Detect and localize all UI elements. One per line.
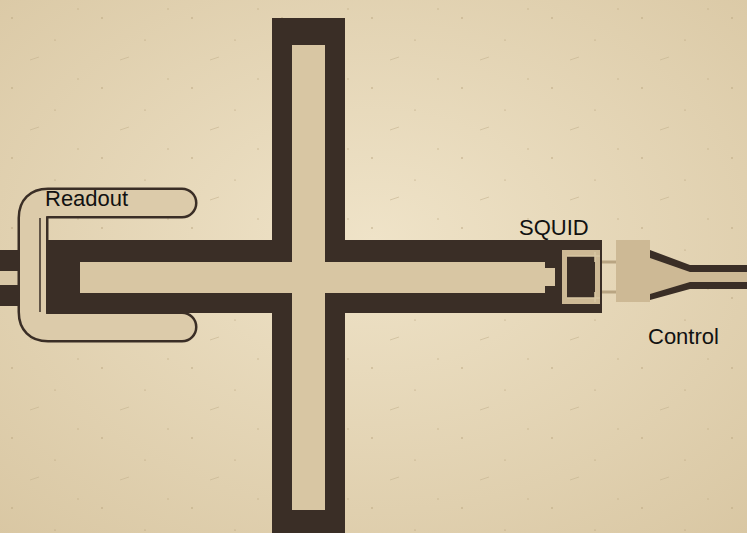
squid-pad — [562, 250, 600, 304]
control-line — [650, 258, 747, 294]
part-label: SQUID — [519, 217, 589, 239]
control-pad — [616, 240, 650, 302]
cross-horizontal-island — [80, 262, 545, 293]
part-label: Control — [648, 326, 719, 348]
squid-junctions — [567, 252, 600, 302]
squid-lead — [545, 268, 555, 286]
squid-loop — [567, 256, 595, 298]
control-line-gap — [650, 250, 747, 300]
part-label: Readout — [45, 188, 128, 210]
control-coupling — [602, 262, 616, 292]
coupler-line — [39, 218, 41, 312]
